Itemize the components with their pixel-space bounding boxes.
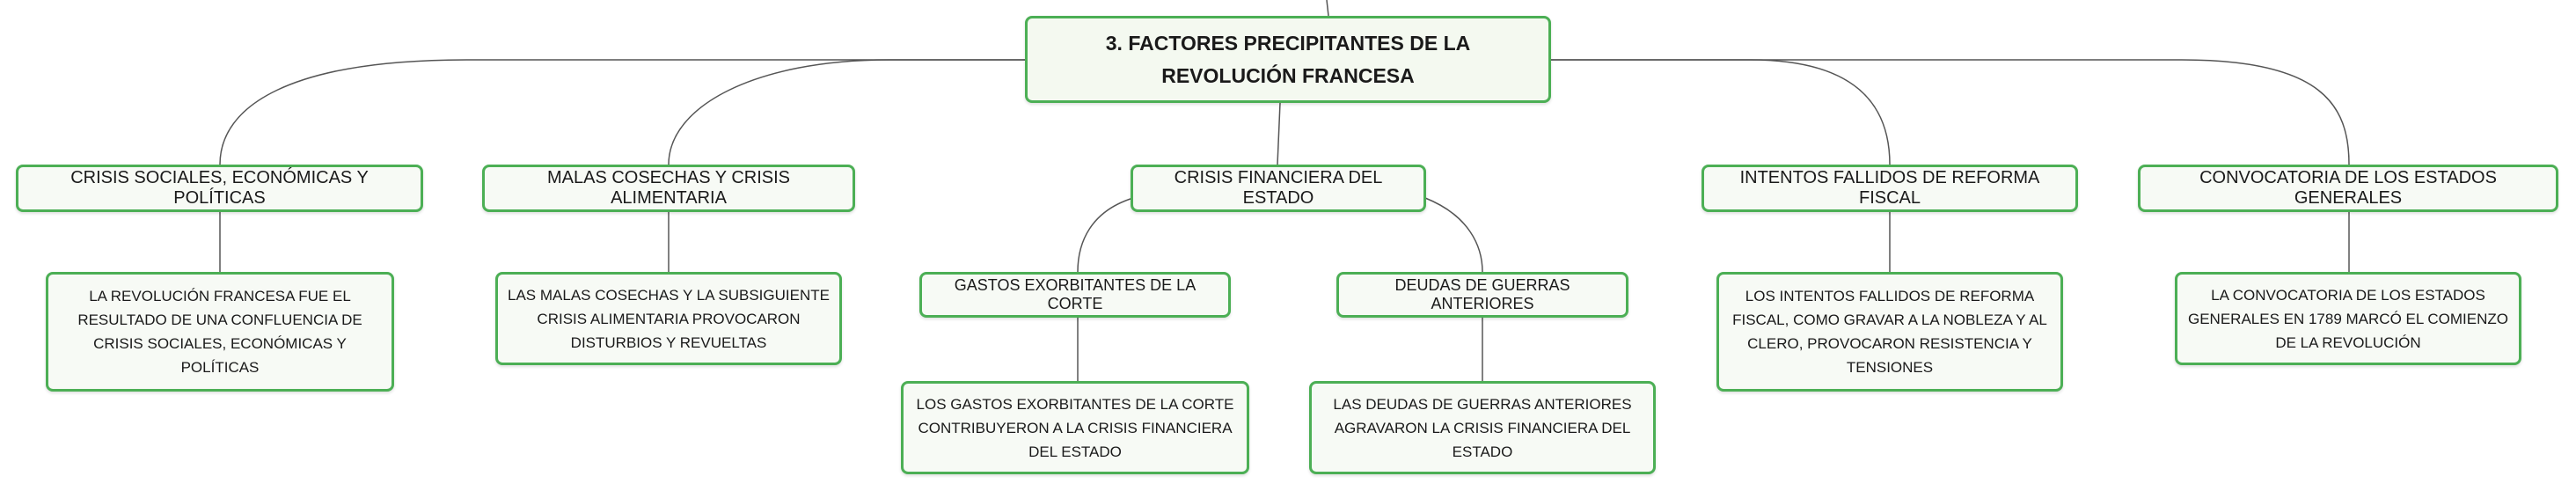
connector-root-branch-2 (668, 59, 1025, 165)
detail-deudas-guerras[interactable]: LAS DEUDAS DE GUERRAS ANTERIORES AGRAVAR… (1309, 381, 1656, 474)
connector-branch-3-child-2 (1424, 197, 1483, 273)
root-topic[interactable]: 3. FACTORES PRECIPITANTES DE LA REVOLUCI… (1025, 16, 1551, 103)
connector-root-branch-5 (1551, 59, 2350, 165)
subbranch-label: DEUDAS DE GUERRAS ANTERIORES (1394, 276, 1570, 312)
connector-root-branch-1 (219, 59, 1025, 165)
subbranch-deudas-guerras[interactable]: DEUDAS DE GUERRAS ANTERIORES (1336, 272, 1628, 318)
detail-text: LA REVOLUCIÓN FRANCESA FUE EL RESULTADO … (77, 288, 362, 376)
branch-malas-cosechas[interactable]: MALAS COSECHAS Y CRISIS ALIMENTARIA (482, 165, 855, 212)
root-topic-title: 3. FACTORES PRECIPITANTES DE LA REVOLUCI… (1105, 31, 1471, 87)
branch-convocatoria[interactable]: CONVOCATORIA DE LOS ESTADOS GENERALES (2138, 165, 2558, 212)
branch-label: CRISIS FINANCIERA DEL ESTADO (1174, 168, 1383, 208)
connector-root-branch-3 (1277, 102, 1281, 165)
detail-convocatoria[interactable]: LA CONVOCATORIA DE LOS ESTADOS GENERALES… (2175, 272, 2521, 365)
detail-malas-cosechas[interactable]: LAS MALAS COSECHAS Y LA SUBSIGUIENTE CRI… (495, 272, 842, 365)
detail-text: LAS DEUDAS DE GUERRAS ANTERIORES AGRAVAR… (1333, 395, 1632, 460)
branch-crisis-sociales[interactable]: CRISIS SOCIALES, ECONÓMICAS Y POLÍTICAS (16, 165, 423, 212)
connector-root-top (1326, 0, 1329, 17)
branch-intentos-fallidos[interactable]: INTENTOS FALLIDOS DE REFORMA FISCAL (1701, 165, 2078, 212)
branch-crisis-financiera[interactable]: CRISIS FINANCIERA DEL ESTADO (1131, 165, 1426, 212)
detail-text: LOS INTENTOS FALLIDOS DE REFORMA FISCAL,… (1732, 288, 2047, 376)
detail-text: LAS MALAS COSECHAS Y LA SUBSIGUIENTE CRI… (508, 286, 830, 351)
detail-crisis-sociales[interactable]: LA REVOLUCIÓN FRANCESA FUE EL RESULTADO … (46, 272, 394, 392)
detail-text: LOS GASTOS EXORBITANTES DE LA CORTE CONT… (916, 395, 1234, 460)
branch-label: MALAS COSECHAS Y CRISIS ALIMENTARIA (546, 168, 790, 208)
connector-branch-3-child-1 (1077, 197, 1134, 273)
branch-label: INTENTOS FALLIDOS DE REFORMA FISCAL (1739, 168, 2040, 208)
detail-gastos-exorbitantes[interactable]: LOS GASTOS EXORBITANTES DE LA CORTE CONT… (901, 381, 1249, 474)
connector-root-branch-4 (1551, 59, 1891, 165)
branch-label: CRISIS SOCIALES, ECONÓMICAS Y POLÍTICAS (70, 168, 369, 208)
detail-intentos-fallidos[interactable]: LOS INTENTOS FALLIDOS DE REFORMA FISCAL,… (1716, 272, 2063, 392)
branch-label: CONVOCATORIA DE LOS ESTADOS GENERALES (2199, 168, 2497, 208)
subbranch-label: GASTOS EXORBITANTES DE LA CORTE (954, 276, 1197, 312)
detail-text: LA CONVOCATORIA DE LOS ESTADOS GENERALES… (2187, 286, 2509, 351)
subbranch-gastos-exorbitantes[interactable]: GASTOS EXORBITANTES DE LA CORTE (919, 272, 1231, 318)
